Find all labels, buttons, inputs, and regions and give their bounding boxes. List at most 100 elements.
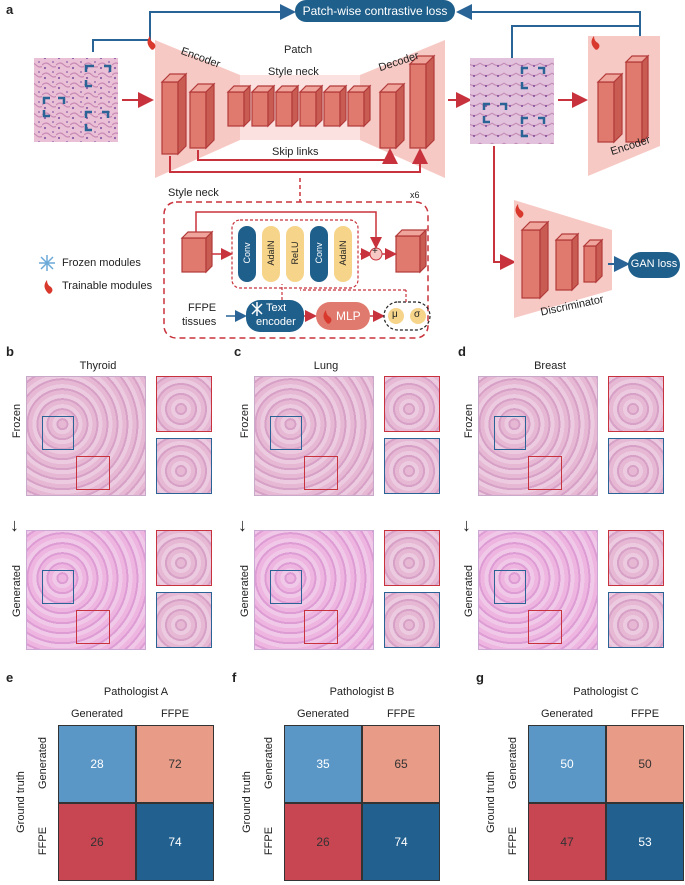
matrix-title: Pathologist A xyxy=(103,686,169,698)
tissue-title: Breast xyxy=(534,360,566,372)
zoom-inset xyxy=(608,592,664,648)
row-label-ffpe: FFPE xyxy=(263,826,275,856)
column-label-ffpe: FFPE xyxy=(386,708,416,720)
legend-trainable-label: Trainable modules xyxy=(62,280,153,292)
blue-roi-box xyxy=(270,570,302,604)
red-roi-box xyxy=(304,456,338,490)
gan-loss-pill xyxy=(628,252,680,278)
repeat-label: x6 xyxy=(410,190,420,200)
column-label-ffpe: FFPE xyxy=(160,708,190,720)
zoom-inset xyxy=(384,376,440,432)
zoom-inset xyxy=(384,530,440,586)
ffpe-label-line2: tissues xyxy=(182,316,217,328)
generated-tissue-image xyxy=(254,530,374,650)
frozen-row-label: Frozen xyxy=(11,403,23,439)
zoom-inset xyxy=(156,592,212,648)
style-neck-detail-box xyxy=(163,201,429,339)
generated-tissue-image xyxy=(478,530,598,650)
tissue-title: Thyroid xyxy=(79,360,117,372)
matrix-cell: 26 xyxy=(58,803,136,881)
ffpe-label-line1: FFPE xyxy=(188,302,217,314)
text-encoder-pill xyxy=(246,300,304,332)
generated-row-label: Generated xyxy=(239,565,251,617)
adain1-label: AdaIN xyxy=(266,240,276,266)
contrastive-loss-label: Patch-wise contrastive loss xyxy=(302,4,448,18)
generated-tissue-image xyxy=(26,530,146,650)
matrix-cell: 74 xyxy=(136,803,214,881)
panel-letter-b: b xyxy=(6,344,14,359)
relu-label: ReLU xyxy=(290,241,300,265)
ground-truth-axis-label: Ground truth xyxy=(15,771,27,833)
tissue-title: Lung xyxy=(313,360,339,372)
panel-letter-f: f xyxy=(232,670,237,685)
contrastive-loss-pill xyxy=(295,0,455,22)
patch-label: Patch xyxy=(284,44,313,56)
matrix-title: Pathologist C xyxy=(573,686,639,698)
blue-roi-box xyxy=(42,570,74,604)
panel-letter-g: g xyxy=(476,670,484,685)
red-roi-box xyxy=(304,610,338,644)
zoom-inset xyxy=(608,438,664,494)
frozen-tissue-image xyxy=(478,376,598,496)
frozen-row-label: Frozen xyxy=(239,403,251,439)
column-label-generated: Generated xyxy=(71,708,123,720)
output-tissue-image xyxy=(470,58,554,144)
matrix-cell: 65 xyxy=(362,725,440,803)
matrix-cell: 28 xyxy=(58,725,136,803)
column-label-generated: Generated xyxy=(541,708,593,720)
matrix-cell: 47 xyxy=(528,803,606,881)
row-label-generated: Generated xyxy=(507,737,519,789)
red-roi-box xyxy=(528,610,562,644)
zoom-inset xyxy=(608,530,664,586)
style-neck-label: Style neck xyxy=(268,66,319,78)
architecture-diagram xyxy=(34,0,680,339)
red-roi-box xyxy=(528,456,562,490)
zoom-inset xyxy=(384,592,440,648)
blue-roi-box xyxy=(494,416,526,450)
mu-label: μ xyxy=(392,309,398,320)
row-label-generated: Generated xyxy=(37,737,49,789)
conv2-label: Conv xyxy=(314,242,324,264)
sigma-label: σ xyxy=(414,309,421,320)
flame-icon xyxy=(147,36,156,50)
ground-truth-axis-label: Ground truth xyxy=(241,771,253,833)
skip-links-label: Skip links xyxy=(272,146,319,158)
down-arrow-icon: ↓ xyxy=(10,515,19,535)
frozen-tissue-image xyxy=(26,376,146,496)
panel-letter-a: a xyxy=(6,2,14,17)
down-arrow-icon: ↓ xyxy=(462,515,471,535)
down-arrow-icon: ↓ xyxy=(238,515,247,535)
matrix-cell: 35 xyxy=(284,725,362,803)
blue-roi-box xyxy=(270,416,302,450)
blue-roi-box xyxy=(494,570,526,604)
red-roi-box xyxy=(76,610,110,644)
row-label-ffpe: FFPE xyxy=(507,826,519,856)
row-label-ffpe: FFPE xyxy=(37,826,49,856)
panel-letter-c: c xyxy=(234,344,242,359)
zoom-inset xyxy=(156,438,212,494)
row-label-generated: Generated xyxy=(263,737,275,789)
conv1-label: Conv xyxy=(242,242,252,264)
plus-sign: + xyxy=(372,246,378,257)
frozen-tissue-image xyxy=(254,376,374,496)
generated-row-label: Generated xyxy=(11,565,23,617)
red-roi-box xyxy=(76,456,110,490)
panel-letter-e: e xyxy=(6,670,14,685)
generated-row-label: Generated xyxy=(463,565,475,617)
panel-letter-d: d xyxy=(458,344,466,359)
legend-frozen-label: Frozen modules xyxy=(62,257,141,269)
matrix-cell: 74 xyxy=(362,803,440,881)
style-neck-detail-title: Style neck xyxy=(168,187,219,199)
matrix-cell: 50 xyxy=(606,725,684,803)
zoom-inset xyxy=(608,376,664,432)
input-tissue-image xyxy=(34,58,118,142)
zoom-inset xyxy=(156,376,212,432)
zoom-inset xyxy=(156,530,212,586)
adain2-label: AdaIN xyxy=(338,240,348,266)
matrix-cell: 53 xyxy=(606,803,684,881)
frozen-row-label: Frozen xyxy=(463,403,475,439)
column-label-ffpe: FFPE xyxy=(630,708,660,720)
blue-roi-box xyxy=(42,416,74,450)
snowflake-icon xyxy=(39,255,55,271)
column-label-generated: Generated xyxy=(297,708,349,720)
